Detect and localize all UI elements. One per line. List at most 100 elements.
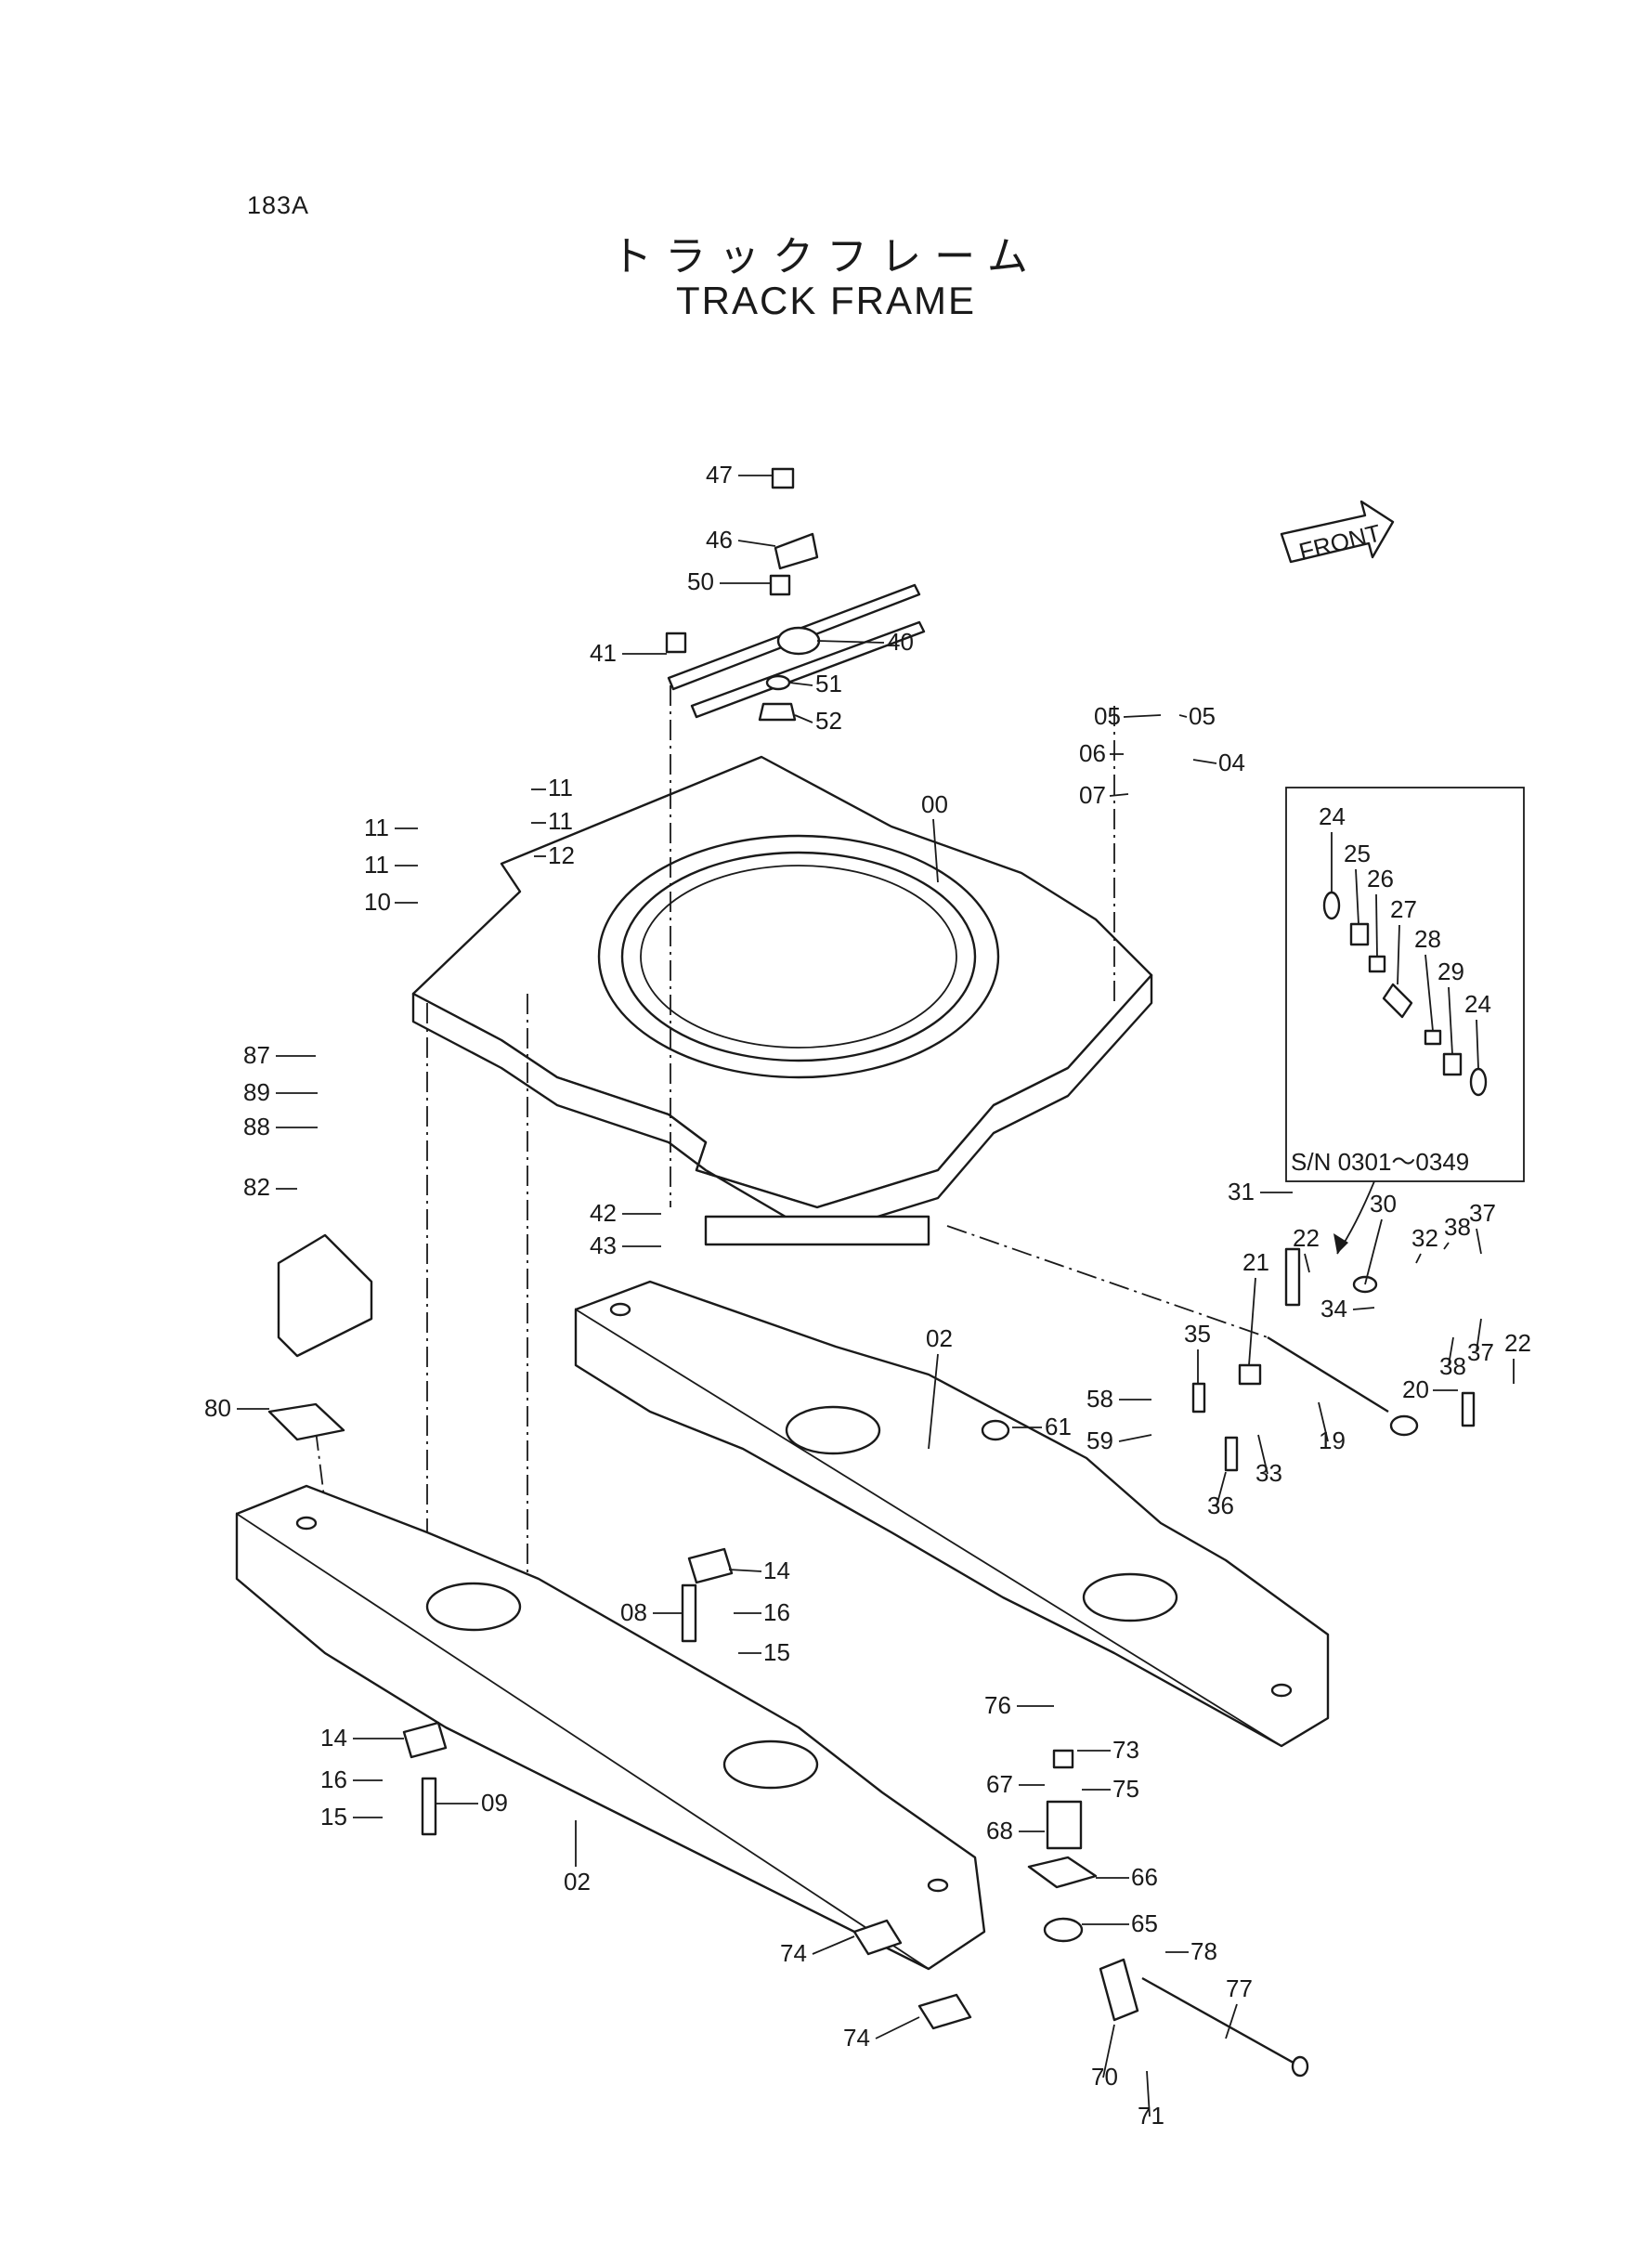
callout-number: 78 bbox=[1190, 1937, 1217, 1965]
callout-c52: 52 bbox=[794, 707, 842, 735]
callout-c35: 35 bbox=[1184, 1320, 1211, 1384]
callout-c02b: 02 bbox=[564, 1820, 591, 1896]
callout-number: 10 bbox=[364, 888, 391, 916]
callout-c25: 25 bbox=[1344, 840, 1371, 925]
callout-number: 14 bbox=[763, 1557, 790, 1584]
callout-number: 07 bbox=[1079, 781, 1106, 809]
callout-c33: 33 bbox=[1255, 1434, 1282, 1487]
callout-number: 16 bbox=[320, 1765, 347, 1793]
callout-c66: 66 bbox=[1096, 1863, 1158, 1891]
callout-c32: 32 bbox=[1411, 1224, 1438, 1264]
callout-leader bbox=[1375, 893, 1378, 958]
callout-number: 87 bbox=[243, 1041, 270, 1069]
callout-leader bbox=[932, 818, 939, 883]
callout-c12: 12 bbox=[534, 841, 575, 869]
callout-number: 00 bbox=[921, 790, 948, 818]
callout-c46: 46 bbox=[706, 526, 776, 554]
callout-number: 05 bbox=[1094, 702, 1121, 730]
callout-c38a: 38 bbox=[1443, 1213, 1471, 1250]
callout-number: 52 bbox=[815, 707, 842, 735]
callout-c11b: 11 bbox=[531, 807, 573, 835]
callout-number: 21 bbox=[1242, 1248, 1269, 1276]
callout-number: 31 bbox=[1228, 1178, 1255, 1205]
callout-number: 24 bbox=[1464, 990, 1491, 1018]
callout-c47: 47 bbox=[706, 461, 773, 489]
callout-c87: 87 bbox=[243, 1041, 316, 1069]
callout-number: 08 bbox=[620, 1598, 647, 1626]
callout-c21: 21 bbox=[1242, 1248, 1269, 1366]
title-english: TRACK FRAME bbox=[675, 279, 976, 322]
callout-c89: 89 bbox=[243, 1078, 318, 1106]
callout-leader bbox=[1304, 1253, 1310, 1273]
callout-number: 22 bbox=[1293, 1224, 1320, 1252]
callout-number: 42 bbox=[590, 1199, 617, 1227]
callout-number: 02 bbox=[564, 1868, 591, 1896]
callout-number: 26 bbox=[1367, 865, 1394, 892]
callout-c31: 31 bbox=[1228, 1178, 1293, 1205]
callout-number: 41 bbox=[590, 639, 617, 667]
callout-number: 09 bbox=[481, 1789, 508, 1817]
callout-c11a: 11 bbox=[531, 774, 573, 801]
callout-number: 06 bbox=[1079, 739, 1106, 767]
callout-leader bbox=[1443, 1242, 1450, 1250]
callout-c27: 27 bbox=[1390, 895, 1417, 985]
callout-c22a: 22 bbox=[1293, 1224, 1320, 1273]
callout-c42: 42 bbox=[590, 1199, 661, 1227]
callout-c08: 08 bbox=[620, 1598, 683, 1626]
callout-number: 27 bbox=[1390, 895, 1417, 923]
callout-number: 14 bbox=[320, 1724, 347, 1752]
callout-number: 28 bbox=[1414, 925, 1441, 953]
callout-leader bbox=[1476, 1228, 1482, 1255]
center-frame bbox=[411, 755, 1153, 1246]
callout-number: 04 bbox=[1218, 749, 1245, 776]
callout-c82: 82 bbox=[243, 1173, 297, 1201]
inset-frame bbox=[1285, 787, 1525, 1182]
callout-c16a: 16 bbox=[734, 1598, 790, 1626]
callout-number: 11 bbox=[548, 774, 573, 801]
callout-number: 32 bbox=[1411, 1224, 1438, 1252]
callout-leader bbox=[1192, 759, 1217, 764]
callout-c40: 40 bbox=[816, 628, 914, 656]
callout-c51: 51 bbox=[788, 670, 842, 697]
callout-number: 38 bbox=[1439, 1352, 1466, 1380]
callout-leader bbox=[1109, 793, 1129, 797]
callout-number: 37 bbox=[1467, 1338, 1494, 1366]
track-frame-right bbox=[574, 1280, 1330, 1748]
callout-number: 11 bbox=[364, 851, 389, 879]
callout-c15a: 15 bbox=[738, 1638, 790, 1666]
callout-number: 76 bbox=[984, 1691, 1011, 1719]
callout-number: 35 bbox=[1184, 1320, 1211, 1348]
callout-number: 51 bbox=[815, 670, 842, 697]
callout-leader bbox=[737, 540, 776, 547]
callout-number: 88 bbox=[243, 1113, 270, 1140]
callout-number: 47 bbox=[706, 461, 733, 489]
track-frame-left bbox=[235, 1484, 986, 1971]
callout-leader bbox=[1364, 1218, 1383, 1285]
top-plate-assembly bbox=[665, 467, 926, 722]
callout-c74b: 74 bbox=[843, 2016, 920, 2052]
callout-number: 50 bbox=[687, 567, 714, 595]
callout-c19: 19 bbox=[1318, 1401, 1346, 1454]
callout-number: 16 bbox=[763, 1598, 790, 1626]
callout-c22b: 22 bbox=[1504, 1329, 1531, 1384]
callout-c37a: 37 bbox=[1469, 1199, 1496, 1255]
callout-c77: 77 bbox=[1225, 1974, 1253, 2039]
callout-c15b: 15 bbox=[320, 1803, 383, 1831]
callout-leader bbox=[1102, 2024, 1115, 2078]
callout-c68: 68 bbox=[986, 1817, 1045, 1844]
callout-c38b: 38 bbox=[1439, 1336, 1466, 1380]
callout-number: 05 bbox=[1189, 702, 1216, 730]
callout-number: 89 bbox=[243, 1078, 270, 1106]
callout-number: 71 bbox=[1138, 2102, 1164, 2130]
callout-c16b: 16 bbox=[320, 1765, 383, 1793]
callout-leader bbox=[1397, 924, 1400, 985]
callout-c58: 58 bbox=[1086, 1385, 1151, 1413]
callout-c67: 67 bbox=[986, 1770, 1045, 1798]
callout-c41: 41 bbox=[590, 639, 667, 667]
callout-number: 15 bbox=[320, 1803, 347, 1831]
callout-leader bbox=[1123, 714, 1162, 718]
callout-leader bbox=[875, 2016, 920, 2039]
callout-number: 75 bbox=[1112, 1775, 1139, 1803]
